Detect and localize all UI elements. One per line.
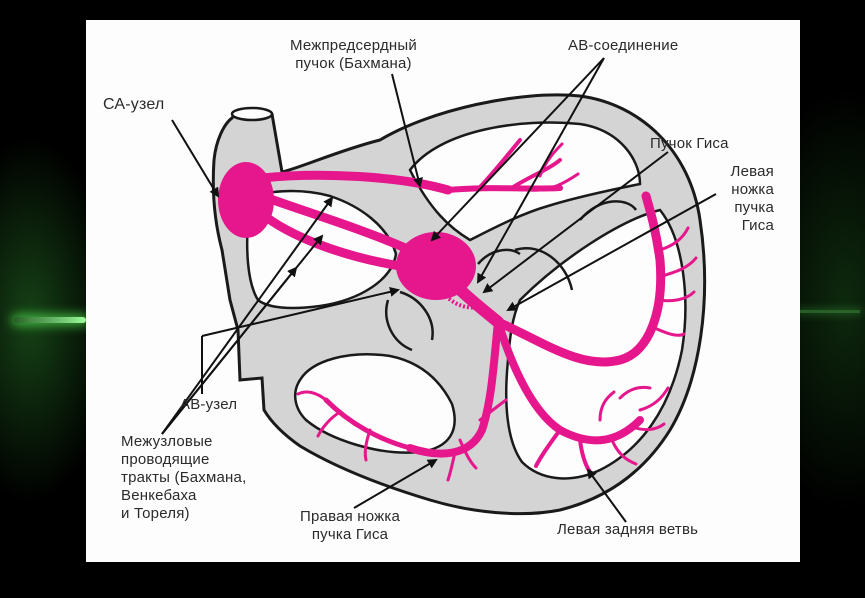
av-node	[396, 232, 476, 300]
vena-cava-opening	[232, 108, 272, 120]
label-left-bundle-branch: Левая ножка пучка Гиса	[700, 163, 774, 235]
label-his-bundle: Пучок Гиса	[650, 135, 729, 153]
label-bachmann-bundle: Межпредсердный пучок (Бахмана)	[290, 37, 417, 73]
label-sa-node: СА-узел	[103, 96, 164, 114]
label-av-node: АВ-узел	[180, 396, 237, 414]
sa-node	[218, 162, 274, 238]
label-internodal-tracts: Межузловые проводящие тракты (Бахмана, В…	[121, 433, 246, 523]
arrow-sa-node	[172, 120, 218, 196]
label-right-bundle-branch: Правая ножка пучка Гиса	[300, 508, 400, 544]
label-av-junction: АВ-соединение	[568, 37, 678, 55]
label-left-posterior-fascicle: Левая задняя ветвь	[557, 521, 698, 539]
